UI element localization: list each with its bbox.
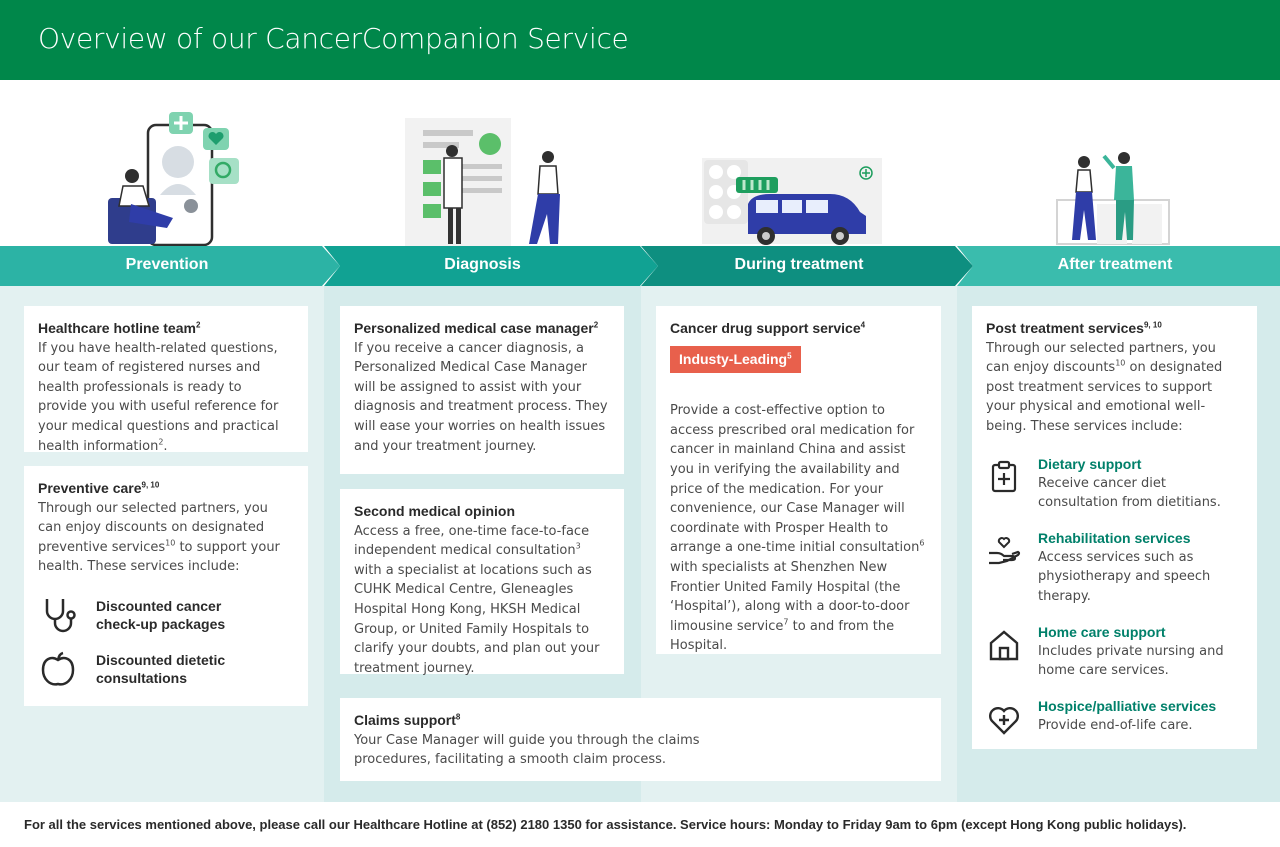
preventive-care-card: Preventive care9, 10 Through our selecte… <box>24 466 308 706</box>
service-title: Home care support <box>1038 623 1166 640</box>
footer-hotline-text: For all the services mentioned above, pl… <box>24 817 1187 832</box>
heart-plus-icon <box>989 706 1019 735</box>
service-item: Dietary support Receive cancer diet cons… <box>986 455 1243 513</box>
service-desc: Provide end-of-life care. <box>1038 717 1193 733</box>
prevention-illustration <box>105 100 245 246</box>
card-body: Provide a cost-effective option to acces… <box>670 403 925 654</box>
list-item: Discounted dietetic consultations <box>38 649 294 689</box>
card-body: Through our selected partners, you can e… <box>986 340 1223 434</box>
card-title: Claims support8 <box>354 712 461 728</box>
healthcare-hotline-card: Healthcare hotline team2 If you have hea… <box>24 306 308 454</box>
service-item: Home care support Includes private nursi… <box>986 623 1243 681</box>
stage-after-treatment: After treatment <box>1057 256 1173 273</box>
list-item: Discounted cancer check-up packages <box>38 595 294 635</box>
hand-heart-icon <box>989 536 1021 564</box>
service-desc: Access services such as physiotherapy an… <box>1038 549 1211 604</box>
card-title: Cancer drug support service4 <box>670 320 866 336</box>
case-manager-card: Personalized medical case manager2 If yo… <box>340 306 624 474</box>
stage-diagnosis: Diagnosis <box>444 256 521 273</box>
after-treatment-illustration <box>1052 100 1172 246</box>
page-header: Overview of our CancerCompanion Service <box>0 0 1280 80</box>
clipboard-plus-icon <box>991 460 1017 492</box>
card-body: Access a free, one-time face-to-face ind… <box>354 523 600 676</box>
stage-band: Prevention Diagnosis During treatment Af… <box>0 246 1280 286</box>
card-title: Preventive care9, 10 <box>38 480 160 496</box>
service-item: Hospice/palliative services Provide end-… <box>986 697 1243 737</box>
second-opinion-card: Second medical opinion Access a free, on… <box>340 489 624 676</box>
card-title: Personalized medical case manager2 <box>354 320 599 336</box>
stage-prevention: Prevention <box>125 256 209 273</box>
card-body: Through our selected partners, you can e… <box>38 500 280 575</box>
list-item-label: Discounted dietetic consultations <box>96 651 226 686</box>
post-treatment-card: Post treatment services9, 10 Through our… <box>972 306 1257 749</box>
card-body: If you have health-related questions, ou… <box>38 340 279 454</box>
stethoscope-icon <box>45 598 76 633</box>
footer: For all the services mentioned above, pl… <box>0 802 1280 847</box>
list-item-label: Discounted cancer check-up packages <box>96 597 226 632</box>
page-title: Overview of our CancerCompanion Service <box>38 22 629 55</box>
service-item: Rehabilitation services Access services … <box>986 529 1243 607</box>
card-title: Healthcare hotline team2 <box>38 320 201 336</box>
service-desc: Includes private nursing and home care s… <box>1038 643 1224 679</box>
card-body: If you receive a cancer diagnosis, a Per… <box>354 340 608 454</box>
cancer-drug-support-card: Cancer drug support service4 Industy-Lea… <box>656 306 941 654</box>
industry-leading-badge: Industy-Leading5 <box>670 345 801 374</box>
apple-icon <box>41 651 75 686</box>
card-title: Post treatment services9, 10 <box>986 320 1162 336</box>
service-title: Dietary support <box>1038 455 1142 472</box>
service-title: Rehabilitation services <box>1038 529 1191 546</box>
during-treatment-illustration <box>700 100 885 246</box>
service-desc: Receive cancer diet consultation from di… <box>1038 475 1221 511</box>
card-body: Your Case Manager will guide you through… <box>354 732 700 768</box>
card-title: Second medical opinion <box>354 503 516 519</box>
claims-support-card: Claims support8 Your Case Manager will g… <box>340 698 941 781</box>
diagnosis-illustration <box>400 100 570 246</box>
stage-during-treatment: During treatment <box>734 256 864 273</box>
service-title: Hospice/palliative services <box>1038 697 1217 714</box>
home-icon <box>989 629 1019 660</box>
